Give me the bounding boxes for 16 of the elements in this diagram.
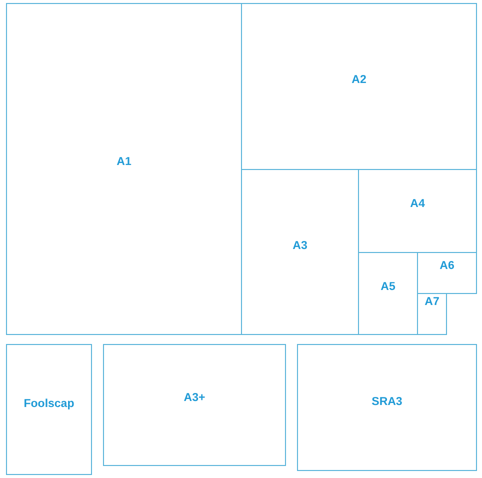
size-label: A6 <box>440 260 454 273</box>
size-label: A1 <box>116 156 132 169</box>
paper-size-box <box>417 293 447 335</box>
size-label: A5 <box>380 281 396 294</box>
size-label: A7 <box>424 296 440 309</box>
paper-size-box <box>103 344 286 466</box>
size-label: A3+ <box>184 392 206 405</box>
size-label: Foolscap <box>24 398 74 411</box>
paper-size-box <box>6 344 92 475</box>
size-label: A2 <box>352 74 366 87</box>
paper-size-box <box>6 3 242 335</box>
paper-size-box <box>297 344 477 471</box>
size-label: A3 <box>292 240 308 253</box>
size-label: A4 <box>410 198 425 211</box>
paper-size-box <box>241 3 477 170</box>
size-label: SRA3 <box>372 396 402 409</box>
